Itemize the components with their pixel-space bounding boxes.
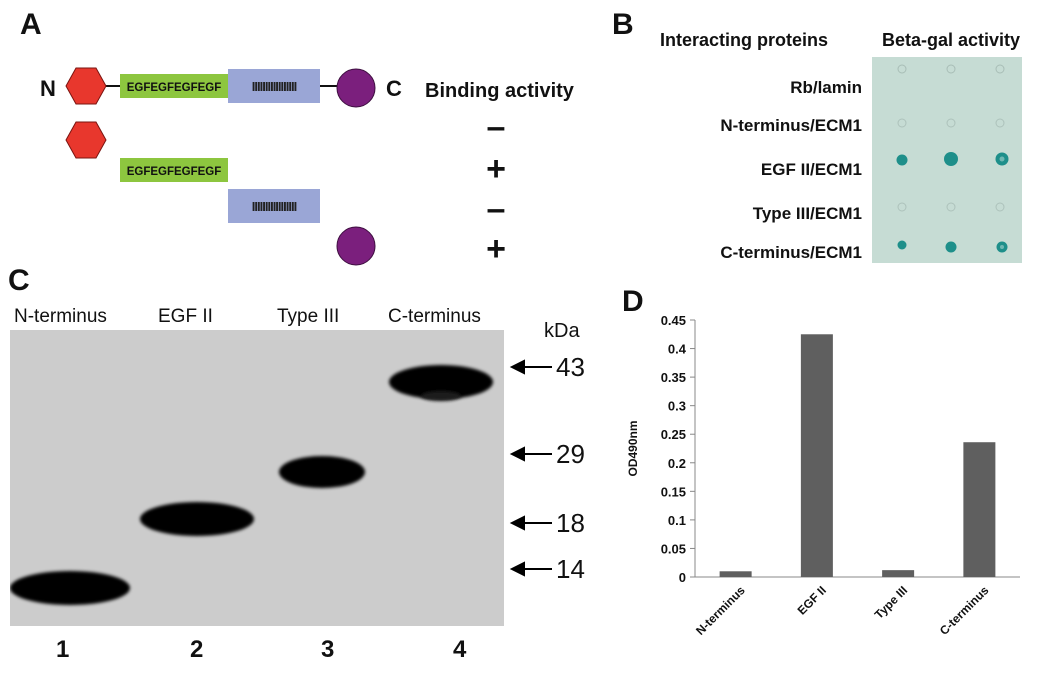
colony: [897, 64, 907, 74]
bar: [963, 442, 996, 577]
beta-gal-membrane: [872, 57, 1022, 263]
egf-fragment-text: EGFEGFEGFEGF: [127, 166, 222, 178]
marker-14: 14: [556, 554, 585, 584]
row-type3-ecm1: Type III/ECM1: [752, 204, 862, 223]
y-tick-label: 0.1: [668, 513, 686, 528]
y-axis-label: OD490nm: [626, 420, 640, 476]
mw-arrows: [509, 359, 552, 577]
bar: [719, 571, 752, 577]
domain-diagram: EGFEGFEGFEGF IIIIIIIIIIIIIIIII EGFEGFEGF…: [65, 67, 376, 266]
type3-fragment-text: IIIIIIIIIIIIIIIII: [252, 199, 297, 214]
x-tick-label: EGF II: [795, 583, 829, 617]
y-tick-label: 0.45: [661, 313, 686, 328]
row-egf-ecm1: EGF II/ECM1: [760, 160, 862, 179]
lane-header-n-terminus: N-terminus: [14, 306, 107, 327]
lane-number-2: 2: [190, 636, 204, 663]
colony-center: [999, 156, 1005, 162]
n-fragment-hexagon: [65, 121, 107, 159]
lane-header-c-terminus: C-terminus: [388, 306, 481, 327]
marker-18: 18: [556, 508, 585, 538]
band-lane4: [389, 365, 493, 399]
colony: [995, 64, 1005, 74]
y-tick-label: 0.4: [668, 342, 687, 357]
lane-header-egf: EGF II: [158, 306, 213, 327]
x-tick-label: C-terminus: [937, 583, 992, 638]
binding-n-terminus: –: [486, 108, 506, 146]
n-terminal-label: N: [40, 76, 56, 101]
colony: [995, 118, 1005, 128]
band-lane4-tail: [421, 391, 461, 401]
marker-29: 29: [556, 439, 585, 469]
type3-domain-text: IIIIIIIIIIIIIIIII: [252, 79, 297, 94]
lane-number-4: 4: [453, 636, 467, 663]
type3-fragment-box: [228, 189, 320, 223]
y-tick-label: 0.25: [661, 427, 686, 442]
c-domain-circle: [336, 68, 376, 108]
panel-d-label: D: [622, 285, 644, 318]
panel-b-label: B: [612, 8, 634, 41]
colony: [946, 118, 956, 128]
y-tick-label: 0.2: [668, 456, 686, 471]
band-lane3: [279, 456, 365, 488]
colony-center: [1000, 245, 1004, 249]
egf-domain-box: [120, 74, 228, 98]
colony: [995, 202, 1005, 212]
lane-number-1: 1: [56, 636, 70, 663]
x-tick-label: N-terminus: [693, 583, 748, 638]
colony: [897, 118, 907, 128]
bar: [882, 570, 915, 577]
binding-egf: +: [486, 150, 506, 188]
panel-a-label: A: [20, 8, 42, 41]
binding-c-terminus: +: [486, 230, 506, 268]
marker-43: 43: [556, 352, 585, 382]
colony-positive: [945, 241, 957, 253]
lane-number-3: 3: [321, 636, 335, 663]
type3-domain-box: [228, 69, 320, 103]
od490-bar-chart: 0 0.05 0.1 0.15 0.2 0.25 0.3 0.35 0.4 0.45OD490nm…: [626, 313, 1020, 638]
interacting-proteins-header: Interacting proteins: [660, 30, 829, 50]
band-lane2: [140, 502, 254, 536]
row-rb-lamin: Rb/lamin: [790, 78, 862, 97]
y-tick-label: 0.05: [661, 541, 686, 556]
colony: [946, 64, 956, 74]
c-fragment-circle: [336, 226, 376, 266]
lane-header-type3: Type III: [277, 306, 340, 327]
bar: [800, 334, 833, 577]
kda-label: kDa: [544, 320, 580, 342]
x-tick-label: Type III: [872, 583, 911, 622]
c-terminal-label: C: [386, 76, 402, 101]
western-blot: [10, 330, 504, 626]
n-domain-hexagon: [65, 67, 107, 105]
y-tick-label: 0: [679, 570, 686, 585]
colony-positive: [896, 154, 908, 166]
y-tick-label: 0.3: [668, 399, 686, 414]
colony-positive: [944, 152, 958, 166]
colony: [897, 202, 907, 212]
y-tick-label: 0.15: [661, 484, 686, 499]
egf-fragment-box: [120, 158, 228, 182]
beta-gal-header: Beta-gal activity: [882, 30, 1021, 50]
panel-c-label: C: [8, 264, 30, 297]
binding-activity-header: Binding activity: [425, 80, 574, 102]
row-c-terminus-ecm1: C-terminus/ECM1: [720, 243, 862, 262]
band-lane1: [10, 571, 130, 605]
egf-domain-text: EGFEGFEGFEGF: [127, 82, 222, 94]
colony-positive: [897, 240, 907, 250]
binding-type3: –: [486, 190, 506, 228]
row-n-terminus-ecm1: N-terminus/ECM1: [720, 116, 862, 135]
y-tick-label: 0.35: [661, 370, 686, 385]
colony: [946, 202, 956, 212]
